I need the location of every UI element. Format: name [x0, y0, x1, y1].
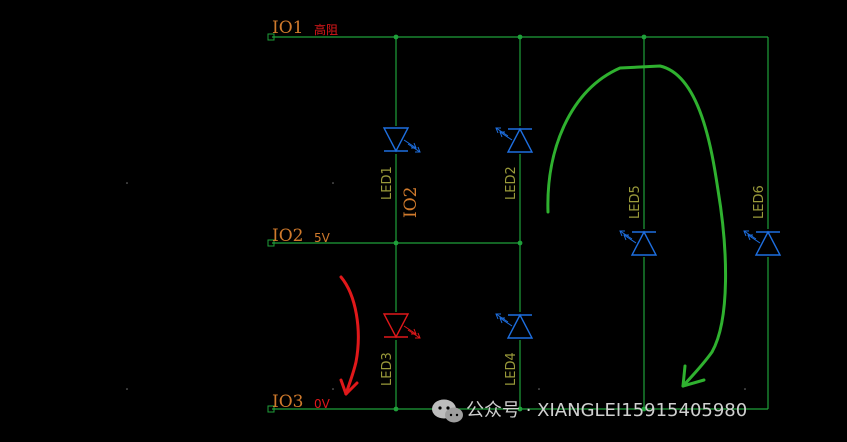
led-label-led2: LED2: [504, 166, 519, 200]
watermark: 公众号 · XIANGLEI15915405980: [432, 399, 747, 423]
led-emission-arrows: [619, 230, 637, 244]
junction: [517, 406, 523, 412]
led-body: [506, 127, 534, 153]
wechat-icon: [432, 399, 463, 423]
led-label-led4: LED4: [504, 352, 519, 386]
led-emission-arrows: [495, 313, 513, 327]
led-label-led5: LED5: [628, 185, 643, 219]
led-body: [382, 127, 410, 153]
led-emission-arrows: [403, 139, 421, 153]
terminal-io3: [267, 405, 275, 413]
net-label-io1: IO1: [272, 18, 303, 38]
junction: [393, 34, 399, 40]
current-flow-arrow-red: [339, 275, 360, 396]
wires: [272, 36, 769, 410]
net-note-io2: 5V: [314, 231, 331, 245]
led-label-led6: LED6: [752, 185, 767, 219]
junctions: [393, 34, 647, 412]
net-label-io2: IO2: [272, 226, 303, 246]
led-body: [382, 313, 410, 339]
led-led6: [743, 229, 782, 257]
led-emission-arrows: [743, 230, 761, 244]
current-flow-arrow-green: [546, 64, 728, 388]
led-label-led3: LED3: [380, 352, 395, 386]
led-led2: [495, 126, 534, 154]
grid-dots: [126, 182, 746, 390]
led-led5: [619, 229, 658, 257]
net-label-io3: IO3: [272, 392, 303, 412]
net-label-io2-vertical: IO2: [401, 187, 421, 218]
watermark-text: 公众号 · XIANGLEI15915405980: [466, 400, 747, 421]
terminal-io1: [267, 33, 275, 41]
junction: [517, 34, 523, 40]
terminal-io2: [267, 239, 275, 247]
led-emission-arrows: [495, 127, 513, 141]
terminals: [267, 33, 275, 413]
junction: [393, 406, 399, 412]
junction: [517, 240, 523, 246]
net-note-io1: 高阻: [314, 22, 338, 37]
led-body: [754, 230, 782, 256]
led-led4: [495, 312, 534, 340]
net-note-io3: 0V: [314, 397, 331, 411]
led-body: [630, 230, 658, 256]
led-led3: [382, 312, 421, 340]
led-label-led1: LED1: [380, 166, 395, 200]
led-emission-arrows: [403, 325, 421, 339]
led-led1: [382, 126, 421, 154]
junction: [641, 34, 647, 40]
led-body: [506, 313, 534, 339]
junction: [393, 240, 399, 246]
junction: [641, 406, 647, 412]
